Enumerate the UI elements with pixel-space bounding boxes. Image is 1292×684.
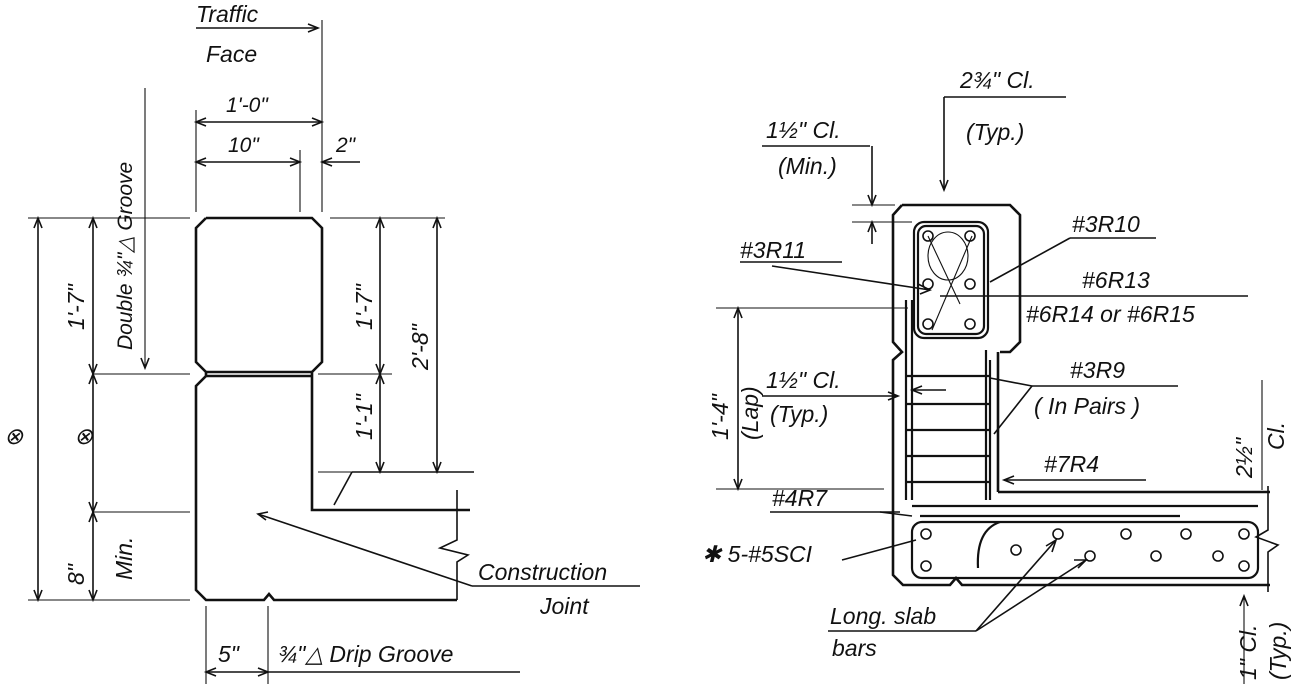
long-slab-leader bbox=[975, 539, 1057, 632]
bottom-cover-typ: (Typ.) bbox=[1265, 622, 1291, 680]
bar-6r13: #6R13 bbox=[1082, 267, 1150, 293]
side-cover-typ: (Typ.) bbox=[770, 401, 828, 427]
symbol-outer: ⊗ bbox=[4, 423, 24, 449]
bar-7r4: #7R4 bbox=[1044, 451, 1099, 477]
bar-6r14-15: #6R14 or #6R15 bbox=[1026, 301, 1195, 327]
groove-note: Double ¾"△ Groove bbox=[114, 162, 137, 350]
rebar bbox=[922, 230, 934, 242]
rebar bbox=[964, 318, 976, 330]
dim-bottom: 5" bbox=[218, 641, 241, 667]
lap-dim: 1'-4" bbox=[707, 392, 733, 440]
rail-stirrup bbox=[912, 220, 990, 340]
hook-bar bbox=[976, 520, 1001, 569]
barrier-outline bbox=[194, 216, 470, 602]
bar-3r9: #3R9 bbox=[1070, 357, 1125, 383]
bar-3r10: #3R10 bbox=[1072, 211, 1140, 237]
joint-leader bbox=[257, 513, 473, 587]
slab-break bbox=[437, 490, 471, 600]
bar-3r11: #3R11 bbox=[740, 237, 806, 263]
r10-leader bbox=[989, 237, 1071, 283]
min-cover-note: (Min.) bbox=[778, 153, 837, 179]
side-cover-label: 1½" Cl. bbox=[766, 367, 841, 393]
rail-outline bbox=[902, 203, 1022, 354]
min-label: Min. bbox=[111, 537, 137, 580]
construction-label: Construction bbox=[478, 559, 607, 585]
dim-outer-upper: 1'-7" bbox=[63, 282, 89, 330]
r9-leader bbox=[989, 377, 1033, 387]
right-cover-cl: Cl. bbox=[1263, 422, 1289, 450]
drip-groove-label: ¾"△ Drip Groove bbox=[278, 641, 453, 667]
dim-right-lower: 1'-1" bbox=[351, 392, 377, 440]
bar-4r7: #4R7 bbox=[772, 485, 828, 511]
r9-leader-2 bbox=[993, 385, 1033, 435]
long-slab-label: Long. slab bbox=[830, 603, 936, 629]
rebar bbox=[964, 278, 976, 290]
right-section: 2¾" Cl. (Typ.) 1½" Cl. (Min.) #3R10 #3R1… bbox=[702, 67, 1291, 684]
bar-bend bbox=[927, 231, 969, 281]
dim-offset: 2" bbox=[335, 134, 357, 157]
curb-vertical-bar-2 bbox=[984, 350, 992, 500]
tie-bar-2 bbox=[927, 235, 961, 305]
dim-min: 8" bbox=[63, 562, 89, 585]
left-section: Traffic Face 1'-0" 10" 2" Double ¾"△ Gro… bbox=[4, 1, 640, 684]
rail-stirrup-inner bbox=[916, 224, 986, 336]
slab-break-right bbox=[1254, 486, 1280, 592]
curb-slope bbox=[333, 471, 353, 506]
joint-label: Joint bbox=[539, 593, 590, 619]
rebar bbox=[922, 318, 934, 330]
r11-leader bbox=[771, 265, 931, 291]
slab-bar-loop bbox=[910, 520, 1260, 580]
dim-top-inner: 10" bbox=[228, 134, 260, 157]
traffic-label: Traffic bbox=[196, 1, 259, 27]
bar-3r9-note: ( In Pairs ) bbox=[1034, 393, 1140, 419]
min-cover-label: 1½" Cl. bbox=[766, 117, 841, 143]
curb-vertical-bar bbox=[904, 300, 914, 500]
long-slab-bars: bars bbox=[832, 635, 877, 661]
top-cover-typ: (Typ.) bbox=[966, 119, 1024, 145]
bottom-cover: 1" Cl. bbox=[1235, 625, 1261, 680]
dim-right-total-label: 2'-8" bbox=[407, 322, 433, 371]
dim-right-upper: 1'-7" bbox=[351, 282, 377, 330]
r7-leader bbox=[879, 511, 913, 517]
face-label: Face bbox=[206, 41, 257, 67]
sc1-leader bbox=[841, 539, 917, 561]
long-slab-leader-2 bbox=[975, 559, 1087, 632]
tie-bar bbox=[931, 235, 973, 331]
dim-top-overall: 1'-0" bbox=[226, 94, 269, 117]
lap-label: (Lap) bbox=[737, 386, 763, 440]
right-cover: 2½" bbox=[1231, 436, 1257, 479]
bar-5sc1: ✱ 5-#5SCI bbox=[702, 541, 813, 567]
symbol-inner: ⊗ bbox=[74, 423, 94, 449]
top-cover-label: 2¾" Cl. bbox=[959, 67, 1035, 93]
